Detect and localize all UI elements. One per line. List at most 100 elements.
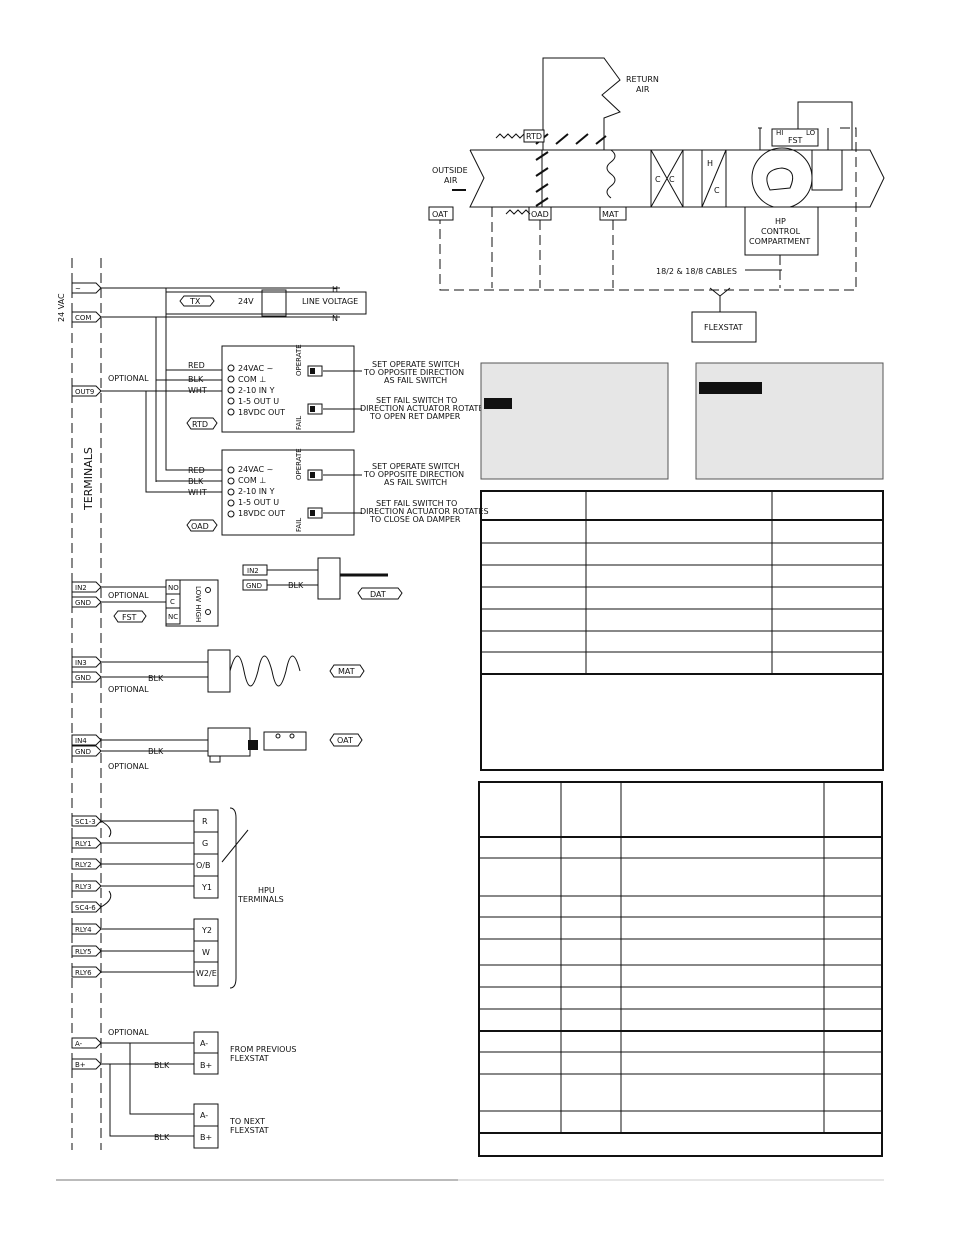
svg-text:OPTIONAL: OPTIONAL	[108, 685, 149, 694]
svg-text:OPERATE: OPERATE	[295, 448, 303, 480]
svg-text:2-10 IN Y: 2-10 IN Y	[238, 386, 275, 395]
svg-text:OPTIONAL: OPTIONAL	[108, 374, 149, 383]
gray-info-panel-left	[480, 362, 669, 480]
svg-text:OPTIONAL: OPTIONAL	[108, 1028, 149, 1037]
svg-text:WHT: WHT	[188, 386, 207, 395]
svg-text:BLK: BLK	[188, 375, 204, 384]
svg-text:BLK: BLK	[188, 477, 204, 486]
fst-sensor-box	[771, 128, 819, 147]
svg-text:W2/E: W2/E	[196, 969, 217, 978]
hpu-terminal-w: W	[193, 940, 219, 964]
svg-text:LO: LO	[806, 129, 816, 137]
svg-text:BLK: BLK	[148, 674, 164, 683]
svg-text:LOW HIGH: LOW HIGH	[194, 586, 202, 622]
svg-text:NC: NC	[168, 613, 178, 621]
svg-text:RLY3: RLY3	[75, 883, 92, 891]
oat-sensor: BLK OPTIONAL OAT	[101, 727, 363, 771]
svg-text:RLY6: RLY6	[75, 969, 92, 977]
svg-text:BLK: BLK	[154, 1061, 170, 1070]
24vac-label: 24 VAC	[57, 293, 66, 322]
svg-text:IN4: IN4	[75, 737, 87, 745]
rtd-sensor-box	[523, 129, 545, 143]
svg-text:GND: GND	[75, 599, 91, 607]
svg-text:OAD: OAD	[191, 522, 209, 531]
svg-text:H: H	[332, 285, 338, 294]
svg-text:FST: FST	[122, 613, 137, 622]
network-wiring: OPTIONAL BLK BLK A-B+ A-B+ FROM PREVIOUS…	[101, 1028, 296, 1149]
fst-label: FST	[788, 136, 803, 145]
hpu-terminal-g: G	[193, 831, 219, 855]
svg-text:COM ⊥: COM ⊥	[238, 375, 266, 384]
terminal-tag-gnd: GND	[71, 745, 102, 757]
svg-text:HI: HI	[776, 129, 783, 137]
terminal-tag-gnd: GND	[71, 596, 102, 608]
terminal-tag--: ~	[71, 282, 102, 294]
svg-text:RED: RED	[188, 361, 205, 370]
return-damper	[535, 133, 607, 145]
svg-text:G: G	[202, 839, 208, 848]
table-upper	[480, 490, 884, 771]
hpu-terminal-y1: Y1	[193, 875, 219, 899]
svg-text:18VDC OUT: 18VDC OUT	[238, 509, 285, 518]
svg-text:O/B: O/B	[196, 861, 210, 870]
svg-text:A-: A-	[200, 1039, 208, 1048]
svg-text:GND: GND	[75, 674, 91, 682]
terminal-tag-rly1: RLY1	[71, 837, 102, 849]
terminal-tag-rly3: RLY3	[71, 880, 102, 892]
mat-sensor: BLK OPTIONAL MAT	[101, 649, 365, 694]
svg-text:24V: 24V	[238, 297, 254, 306]
svg-text:B+: B+	[200, 1133, 212, 1142]
svg-text:C: C	[170, 598, 175, 606]
terminal-tags: ~COMOUT9IN2GNDIN3GNDIN4GNDSC1-3RLY1RLY2R…	[71, 282, 102, 1070]
svg-text:GND: GND	[75, 748, 91, 756]
svg-text:IN2: IN2	[75, 584, 87, 592]
cables-label: 18/2 & 18/8 CABLES	[656, 267, 737, 276]
terminal-tag-rly6: RLY6	[71, 966, 102, 978]
svg-text:GND: GND	[246, 582, 262, 590]
svg-text:WHT: WHT	[188, 488, 207, 497]
svg-text:OPTIONAL: OPTIONAL	[108, 591, 149, 600]
svg-text:1-5 OUT U: 1-5 OUT U	[238, 397, 279, 406]
svg-text:A-: A-	[75, 1040, 83, 1048]
svg-text:FAIL: FAIL	[295, 518, 303, 532]
svg-text:H: H	[707, 159, 713, 168]
svg-text:BLK: BLK	[154, 1133, 170, 1142]
svg-text:OPERATE: OPERATE	[295, 344, 303, 376]
svg-text:RLY2: RLY2	[75, 861, 92, 869]
oat-sensor-box	[428, 206, 454, 221]
svg-text:C: C	[714, 186, 720, 195]
svg-text:RTD: RTD	[192, 420, 208, 429]
svg-text:Y1: Y1	[201, 883, 212, 892]
terminal-tag-sc1-3: SC1-3	[71, 815, 102, 827]
flexstat-box	[691, 311, 757, 343]
svg-text:FAIL: FAIL	[295, 416, 303, 430]
svg-text:TX: TX	[189, 297, 201, 306]
terminal-tag-b-: B+	[71, 1058, 102, 1070]
outside-damper	[535, 150, 549, 207]
terminal-tag-in2: IN2	[71, 581, 102, 593]
svg-text:N: N	[332, 314, 338, 323]
svg-text:24VAC ~: 24VAC ~	[238, 364, 273, 373]
svg-text:18VDC OUT: 18VDC OUT	[238, 408, 285, 417]
terminal-tag-out9: OUT9	[71, 385, 102, 397]
terminals-label: TERMINALS	[82, 447, 95, 511]
svg-text:24VAC ~: 24VAC ~	[238, 465, 273, 474]
terminal-tag-gnd: GND	[71, 671, 102, 683]
svg-text:MAT: MAT	[602, 210, 619, 219]
supply-fan	[751, 147, 813, 209]
terminal-tag-in3: IN3	[71, 656, 102, 668]
svg-text:COM: COM	[75, 314, 91, 322]
dat-sensor: IN2 GND BLK DAT	[242, 557, 403, 600]
svg-text:MAT: MAT	[338, 667, 355, 676]
svg-text:B+: B+	[200, 1061, 212, 1070]
hp-control-compartment	[744, 206, 819, 256]
terminal-tag-rly5: RLY5	[71, 945, 102, 957]
